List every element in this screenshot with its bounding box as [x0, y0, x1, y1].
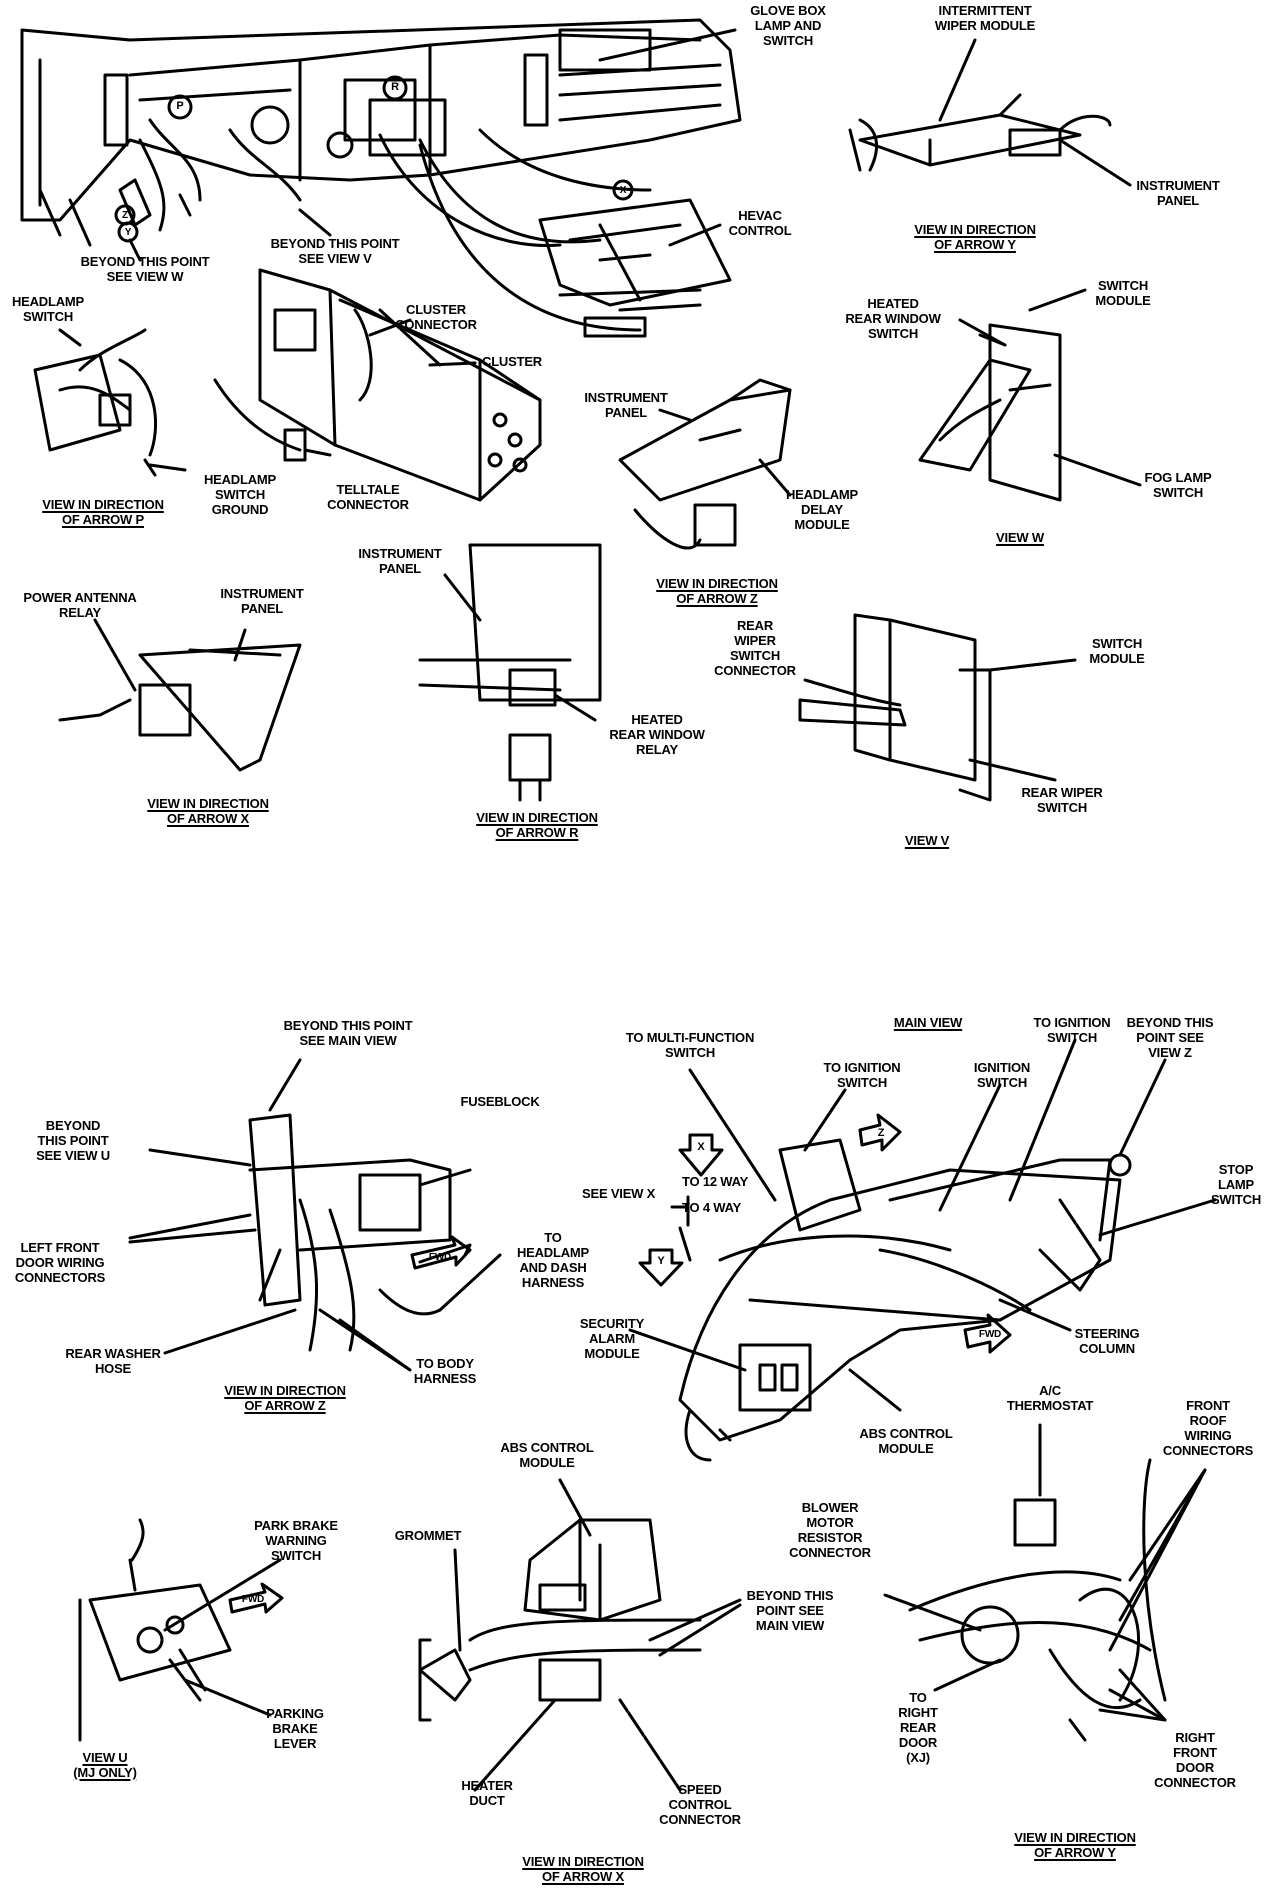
instrument-panel-illustration [20, 18, 742, 338]
to-ignition-switch-b-label: TO IGNITION SWITCH [823, 1060, 901, 1090]
glove-box-label: GLOVE BOX LAMP AND SWITCH [750, 3, 826, 48]
view-w-caption: VIEW W [996, 530, 1044, 545]
stop-lamp-switch-label: STOP LAMP SWITCH [1210, 1162, 1262, 1207]
abs-control-module-x-label: ABS CONTROL MODULE [500, 1440, 594, 1470]
park-brake-warning-label: PARK BRAKE WARNING SWITCH [254, 1518, 338, 1563]
view-arrow-x-bottom-caption: VIEW IN DIRECTION OF ARROW X [522, 1854, 644, 1884]
fwd-marker-main: FWD [978, 1329, 1002, 1340]
power-antenna-illustration [58, 618, 302, 772]
speed-control-label: SPEED CONTROL CONNECTOR [659, 1782, 741, 1827]
to-multifunction-label: TO MULTI-FUNCTION SWITCH [625, 1030, 755, 1060]
ignition-switch-label: IGNITION SWITCH [973, 1060, 1031, 1090]
view-v-illustration [798, 613, 1077, 802]
fuseblock-label: FUSEBLOCK [460, 1094, 540, 1109]
to-right-rear-door-label: TO RIGHT REAR DOOR (XJ) [898, 1690, 938, 1765]
parking-brake-lever-label: PARKING BRAKE LEVER [266, 1706, 324, 1751]
left-front-door-label: LEFT FRONT DOOR WIRING CONNECTORS [14, 1240, 106, 1285]
intermittent-wiper-label: INTERMITTENT WIPER MODULE [934, 3, 1036, 33]
arrow-z-letter-top: Z [122, 210, 128, 221]
heated-rear-window-illustration [418, 543, 602, 802]
see-view-x-label: SEE VIEW X [582, 1186, 656, 1201]
switch-module-w-label: SWITCH MODULE [1095, 278, 1151, 308]
view-arrow-x-top-caption: VIEW IN DIRECTION OF ARROW X [147, 796, 269, 826]
grommet-label: GROMMET [394, 1528, 462, 1543]
view-v-caption: VIEW V [904, 833, 950, 848]
arrow-x-letter-top: X [619, 185, 627, 196]
steering-column-label: STEERING COLUMN [1074, 1326, 1140, 1356]
ac-thermostat-label: A/C THERMOSTAT [1006, 1383, 1094, 1413]
beyond-view-v-label: BEYOND THIS POINT SEE VIEW V [270, 236, 400, 266]
switch-module-v-label: SWITCH MODULE [1089, 636, 1145, 666]
to-4-way-label: TO 4 WAY [682, 1200, 742, 1215]
cluster-illustration [213, 268, 542, 502]
arrow-r-letter: R [391, 81, 399, 93]
fwd-marker-view-u: FWD [241, 1594, 265, 1605]
arrow-p-letter: P [176, 100, 184, 112]
view-u-caption: VIEW U (MJ ONLY) [73, 1750, 137, 1780]
view-x-bottom-illustration [418, 1478, 742, 1792]
cluster-label: CLUSTER [482, 354, 542, 369]
main-view-caption: MAIN VIEW [893, 1015, 963, 1030]
heated-rear-window-relay-label: HEATED REAR WINDOW RELAY [609, 712, 705, 757]
rear-wiper-switch-connector-label: REAR WIPER SWITCH CONNECTOR [714, 618, 796, 678]
fog-lamp-switch-label: FOG LAMP SWITCH [1144, 470, 1212, 500]
instrument-panel-x-label: INSTRUMENT PANEL [220, 586, 304, 616]
view-arrow-y-bottom-caption: VIEW IN DIRECTION OF ARROW Y [1014, 1830, 1136, 1860]
to-12-way-label: TO 12 WAY [682, 1174, 749, 1189]
heater-duct-label: HEATER DUCT [461, 1778, 513, 1808]
beyond-view-u-label: BEYOND THIS POINT SEE VIEW U [36, 1118, 110, 1163]
headlamp-delay-illustration [618, 378, 792, 550]
abs-control-module-main-label: ABS CONTROL MODULE [859, 1426, 953, 1456]
cluster-connector-label: CLUSTER CONNECTOR [395, 302, 477, 332]
to-headlamp-dash-label: TO HEADLAMP AND DASH HARNESS [516, 1230, 590, 1290]
arrow-z-letter-main: Z [877, 1127, 885, 1139]
rear-washer-hose-label: REAR WASHER HOSE [65, 1346, 161, 1376]
view-arrow-r-caption: VIEW IN DIRECTION OF ARROW R [476, 810, 598, 840]
telltale-connector-label: TELLTALE CONNECTOR [327, 482, 409, 512]
arrow-y-letter-main: Y [657, 1255, 665, 1267]
beyond-view-z-label: BEYOND THIS POINT SEE VIEW Z [1126, 1015, 1214, 1060]
headlamp-switch-label: HEADLAMP SWITCH [11, 294, 85, 324]
headlamp-switch-illustration [33, 328, 187, 477]
headlamp-switch-ground-label: HEADLAMP SWITCH GROUND [203, 472, 277, 517]
view-w-illustration [918, 288, 1142, 502]
arrow-y-letter-top: Y [124, 227, 132, 238]
view-arrow-p-caption: VIEW IN DIRECTION OF ARROW P [42, 497, 164, 527]
instrument-panel-y-label: INSTRUMENT PANEL [1136, 178, 1220, 208]
beyond-main-view-label: BEYOND THIS POINT SEE MAIN VIEW [283, 1018, 413, 1048]
main-view-illustration [628, 1038, 1217, 1462]
hevac-control-label: HEVAC CONTROL [728, 208, 792, 238]
beyond-view-w-label: BEYOND THIS POINT SEE VIEW W [80, 254, 210, 284]
to-body-harness-label: TO BODY HARNESS [413, 1356, 477, 1386]
view-arrow-z-bottom-caption: VIEW IN DIRECTION OF ARROW Z [224, 1383, 346, 1413]
headlamp-delay-label: HEADLAMP DELAY MODULE [785, 487, 859, 532]
arrow-x-letter-main: X [697, 1141, 705, 1153]
instrument-panel-r-label: INSTRUMENT PANEL [358, 546, 442, 576]
power-antenna-relay-label: POWER ANTENNA RELAY [23, 590, 137, 620]
heated-rear-window-switch-label: HEATED REAR WINDOW SWITCH [845, 296, 941, 341]
instrument-panel-z-label: INSTRUMENT PANEL [584, 390, 668, 420]
view-u-illustration [78, 1518, 284, 1742]
view-arrow-z-top-caption: VIEW IN DIRECTION OF ARROW Z [656, 576, 778, 606]
fwd-marker-view-z: FWD [428, 1252, 452, 1263]
rear-wiper-switch-label: REAR WIPER SWITCH [1021, 785, 1103, 815]
front-roof-label: FRONT ROOF WIRING CONNECTORS [1162, 1398, 1254, 1458]
security-alarm-label: SECURITY ALARM MODULE [579, 1316, 645, 1361]
blower-motor-label: BLOWER MOTOR RESISTOR CONNECTOR [789, 1500, 871, 1560]
view-arrow-y-top-caption: VIEW IN DIRECTION OF ARROW Y [914, 222, 1036, 252]
intermittent-wiper-illustration [848, 38, 1132, 187]
to-ignition-switch-a-label: TO IGNITION SWITCH [1033, 1015, 1111, 1045]
right-front-door-label: RIGHT FRONT DOOR CONNECTOR [1154, 1730, 1236, 1790]
beyond-main-view-x-label: BEYOND THIS POINT SEE MAIN VIEW [746, 1588, 834, 1633]
view-y-bottom-illustration [883, 1423, 1207, 1742]
view-z-bottom-illustration [128, 1058, 502, 1372]
